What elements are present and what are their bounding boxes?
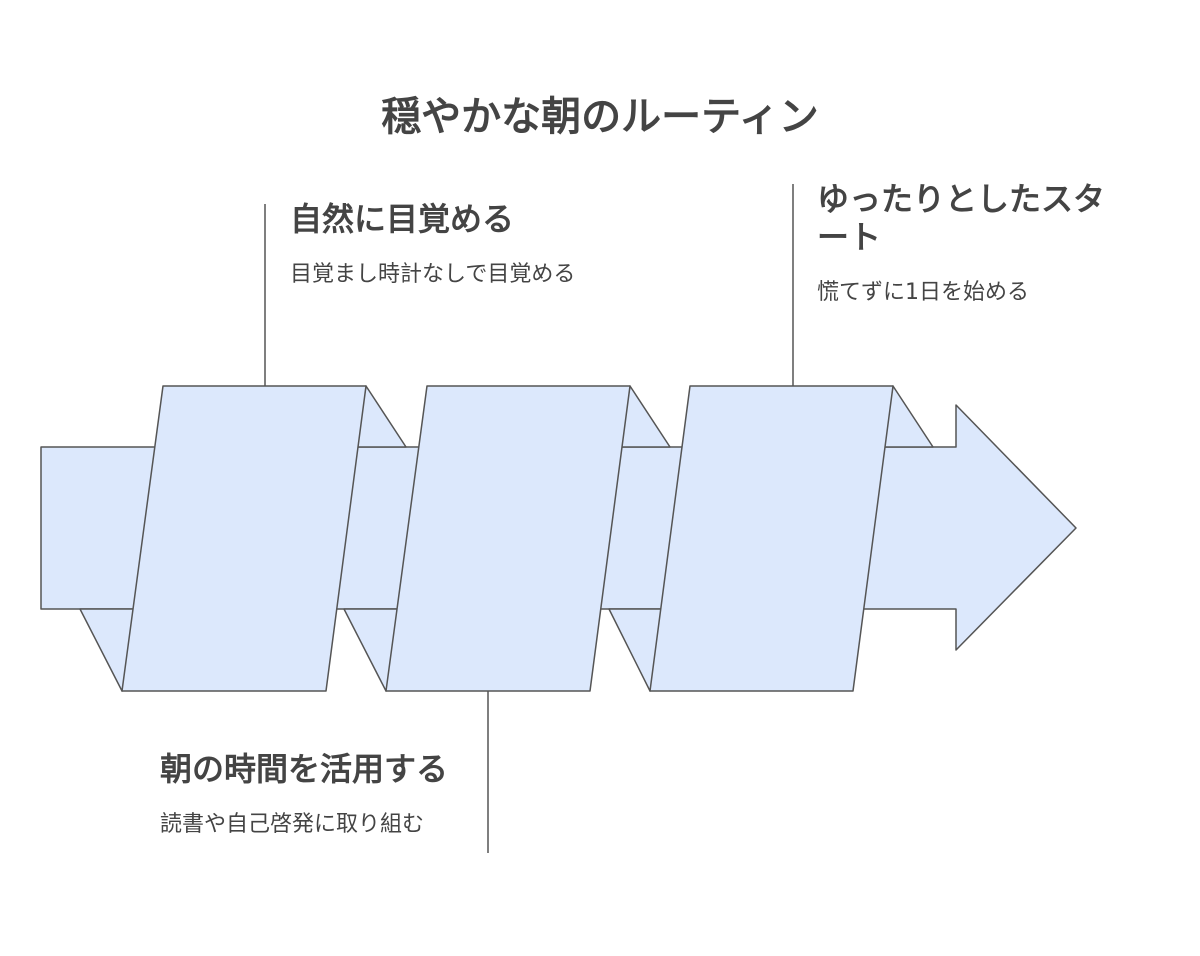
panel-3 bbox=[649, 385, 894, 692]
step-heading-3: ゆったりとしたスタート bbox=[817, 180, 1106, 256]
step-label-1: 自然に目覚める 目覚まし時計なしで目覚める bbox=[290, 200, 600, 290]
panel-2 bbox=[385, 385, 631, 692]
step-heading-2: 朝の時間を活用する bbox=[160, 750, 449, 788]
panel-1 bbox=[121, 385, 367, 692]
step-heading-1: 自然に目覚める bbox=[290, 200, 515, 238]
diagram-title: 穏やかな朝のルーティン bbox=[381, 94, 819, 140]
step-label-3: ゆったりとしたスタート 慌てずに1日を始める bbox=[817, 180, 1127, 308]
step-description-3: 慌てずに1日を始める bbox=[817, 280, 1029, 305]
step-description-1: 目覚まし時計なしで目覚める bbox=[290, 262, 576, 287]
step-label-2: 朝の時間を活用する 読書や自己啓発に取り組む bbox=[160, 750, 480, 840]
step-description-2: 読書や自己啓発に取り組む bbox=[160, 812, 425, 837]
